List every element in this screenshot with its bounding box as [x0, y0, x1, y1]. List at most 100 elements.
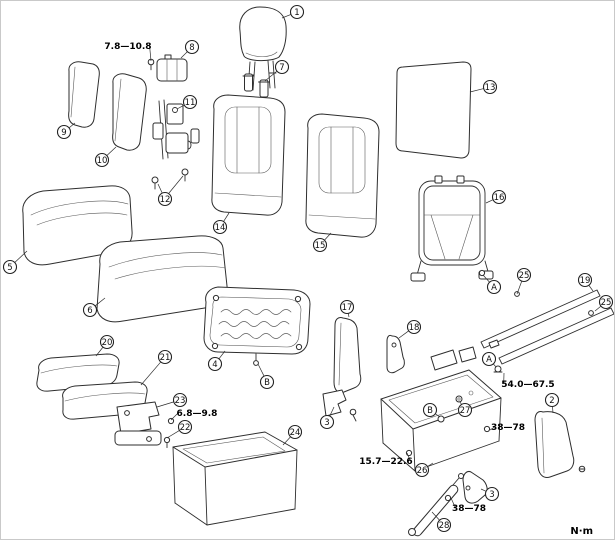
part-15-seatback-cushion [305, 113, 380, 238]
callout-4: 4 [207, 350, 226, 372]
torque-labels-layer: 7.8—10.86.8—9.854.0—67.538—7815.7—22.638… [104, 42, 554, 514]
svg-text:27: 27 [460, 406, 471, 416]
svg-text:7.8—10.8: 7.8—10.8 [104, 42, 151, 52]
svg-text:21: 21 [160, 353, 171, 363]
part-19-25-slide-rails [480, 289, 614, 373]
part-17-side-shield [333, 317, 362, 393]
svg-text:13: 13 [485, 83, 496, 93]
part-9-side-pad [68, 61, 100, 128]
part-22-23-hinge-brackets [114, 401, 175, 449]
callout-27: 27 [457, 401, 473, 418]
callout-26: 26 [414, 462, 434, 478]
part-28-damper [408, 473, 464, 537]
part-3-brackets [322, 389, 488, 504]
svg-text:24: 24 [290, 428, 301, 438]
callout-13: 13 [469, 79, 498, 95]
part-26-seat-frame [380, 346, 502, 472]
svg-text:38—78: 38—78 [452, 504, 486, 514]
callout-9: 9 [56, 122, 76, 140]
callout-8: 8 [180, 39, 200, 59]
svg-text:B: B [427, 406, 433, 416]
callout-25: 25 [516, 267, 532, 295]
callout-12: 12 [157, 183, 173, 207]
svg-text:19: 19 [580, 276, 591, 286]
svg-text:25: 25 [519, 271, 530, 281]
svg-text:6: 6 [87, 306, 92, 316]
callout-1: 1 [281, 4, 305, 20]
part-13-back-board [395, 61, 472, 159]
svg-text:B: B [264, 378, 270, 388]
svg-text:10: 10 [97, 156, 108, 166]
svg-text:22: 22 [180, 423, 191, 433]
svg-text:20: 20 [102, 338, 113, 348]
callout-20: 20 [95, 334, 115, 357]
svg-text:16: 16 [494, 193, 505, 203]
callout-A: A [481, 351, 497, 368]
callout-16: 16 [485, 189, 507, 205]
callout-5: 5 [2, 250, 28, 275]
torque-spec: 38—78 [489, 423, 525, 433]
part-18-bracket [386, 334, 405, 374]
svg-text:A: A [491, 283, 497, 293]
callout-2: 2 [544, 392, 560, 414]
torque-spec: 7.8—10.8 [104, 42, 152, 62]
callout-17: 17 [339, 299, 355, 318]
part-8-bracket [147, 54, 188, 82]
part-6-seat-cushion [96, 235, 228, 323]
torque-spec: 38—78 [450, 497, 486, 514]
callout-B: B [422, 402, 441, 418]
svg-text:28: 28 [439, 521, 450, 531]
callout-3: 3 [480, 486, 500, 502]
torque-spec: 15.7—22.6 [359, 452, 413, 467]
callout-7: 7 [264, 59, 290, 82]
callout-24: 24 [282, 424, 303, 446]
callout-A: A [482, 274, 502, 295]
callout-B: B [257, 363, 275, 390]
part-14-seatback-cushion [211, 94, 286, 216]
svg-text:2: 2 [549, 396, 554, 406]
callout-10: 10 [94, 146, 117, 168]
svg-text:25: 25 [601, 298, 612, 308]
part-10-armrest-pad [112, 73, 147, 151]
svg-text:4: 4 [212, 360, 217, 370]
part-12-bolts [151, 168, 189, 194]
part-16-seatback-frame [410, 175, 494, 282]
svg-text:3: 3 [324, 418, 329, 428]
svg-text:3: 3 [489, 490, 494, 500]
svg-text:11: 11 [185, 98, 196, 108]
part-7-headrest-guides [242, 73, 270, 98]
callout-18: 18 [398, 319, 422, 339]
svg-text:26: 26 [417, 466, 428, 476]
callout-22: 22 [166, 419, 193, 439]
callout-28: 28 [431, 511, 452, 533]
svg-text:23: 23 [175, 396, 186, 406]
callout-19: 19 [577, 272, 594, 292]
svg-text:1: 1 [294, 8, 299, 18]
callout-6: 6 [82, 297, 106, 318]
torque-spec: 54.0—67.5 [501, 372, 555, 390]
callout-21: 21 [140, 349, 173, 386]
svg-text:17: 17 [342, 303, 353, 313]
torque-spec: 6.8—9.8 [170, 409, 218, 421]
part-4-seat-pan [203, 286, 311, 366]
svg-text:7: 7 [279, 63, 284, 73]
callout-14: 14 [212, 212, 230, 235]
callout-23: 23 [156, 392, 188, 408]
svg-text:18: 18 [409, 323, 420, 333]
svg-text:15: 15 [315, 241, 326, 251]
svg-text:54.0—67.5: 54.0—67.5 [501, 380, 554, 390]
callout-15: 15 [312, 232, 332, 253]
svg-text:6.8—9.8: 6.8—9.8 [177, 409, 218, 419]
part-24-storage-tray [172, 431, 298, 526]
svg-text:9: 9 [61, 128, 66, 138]
svg-text:12: 12 [160, 195, 171, 205]
svg-text:A: A [486, 355, 492, 365]
svg-text:14: 14 [215, 223, 226, 233]
callout-25: 25 [594, 294, 614, 312]
callout-11: 11 [176, 94, 198, 110]
svg-text:38—78: 38—78 [491, 423, 525, 433]
svg-text:15.7—22.6: 15.7—22.6 [359, 457, 412, 467]
